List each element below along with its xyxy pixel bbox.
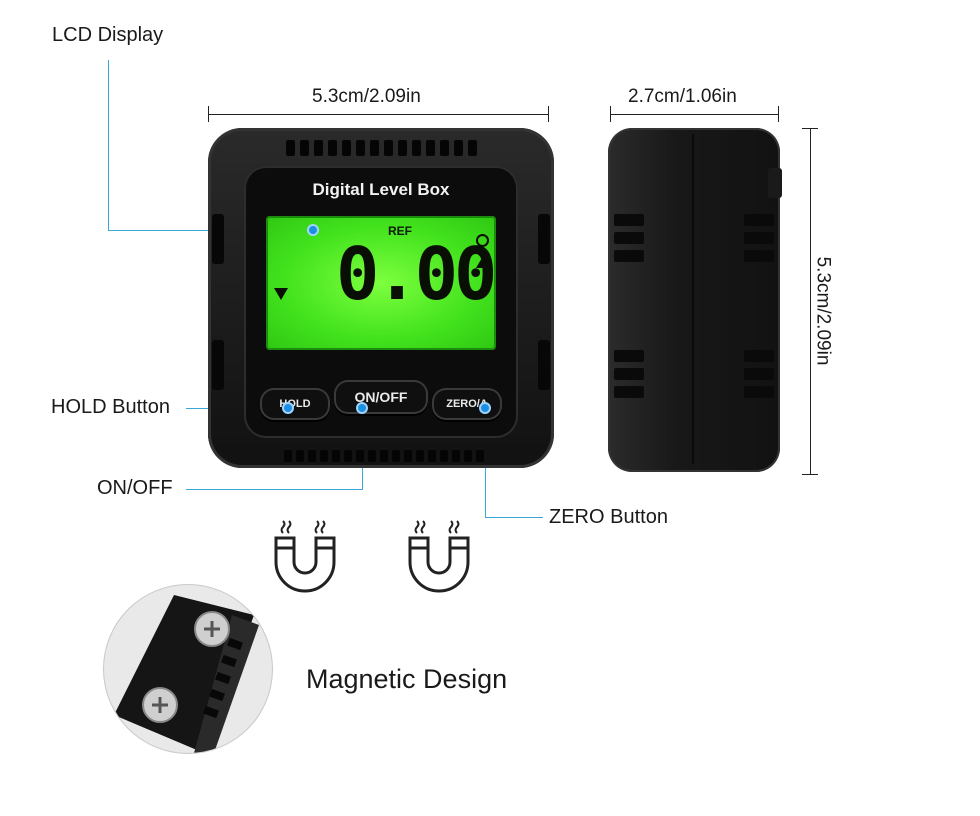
left-notch-lower [212, 340, 224, 390]
side-height-dimension-line [810, 128, 811, 474]
side-ridge [744, 250, 774, 262]
side-height-dimension: 5.3cm/2.09in [812, 256, 834, 366]
side-depth-dimension-line [610, 114, 778, 115]
front-width-tick-right [548, 106, 549, 122]
hold-button-label: HOLD Button [51, 396, 170, 418]
hold-callout-dot [282, 402, 294, 414]
side-housing [608, 128, 780, 472]
front-view-device: Digital Level Box REF 0.00 HOLD ON/OFF Z… [208, 128, 554, 468]
side-height-tick-top [802, 128, 818, 129]
side-height-tick-bottom [802, 474, 818, 475]
arrow-up-icon [476, 256, 490, 268]
side-ridge [614, 350, 644, 362]
side-depth-tick-right [778, 106, 779, 122]
magnetic-detail-photo [104, 585, 272, 753]
side-ridge [614, 232, 644, 244]
lcd-reading: 0.00 [336, 232, 497, 316]
zero-button-label-text: ZERO/A [446, 398, 488, 410]
screw-icon [142, 687, 178, 723]
side-ridge [744, 368, 774, 380]
front-width-dimension-line [208, 114, 548, 115]
side-ridge [614, 250, 644, 262]
side-ridge [744, 232, 774, 244]
on-off-button-label-text: ON/OFF [354, 389, 408, 405]
front-width-dimension: 5.3cm/2.09in [312, 86, 421, 107]
side-depth-tick-left [610, 106, 611, 122]
top-vents [286, 140, 477, 156]
lcd-callout-vertical [108, 60, 109, 230]
hold-button[interactable]: HOLD [260, 388, 330, 420]
front-width-tick-left [208, 106, 209, 122]
arrow-down-icon [274, 288, 288, 300]
magnet-closeup [114, 595, 259, 753]
zero-button-label: ZERO Button [549, 506, 668, 528]
zero-callout-dot [479, 402, 491, 414]
side-ridge [614, 386, 644, 398]
degree-icon [476, 234, 489, 247]
zero-callout-horizontal [485, 517, 543, 518]
zero-button[interactable]: ZERO/A [432, 388, 502, 420]
right-notch-lower [538, 340, 550, 390]
side-seam [692, 134, 694, 464]
side-ridge [744, 350, 774, 362]
side-ridge [744, 214, 774, 226]
device-title: Digital Level Box [312, 180, 450, 199]
on-off-label: ON/OFF [97, 477, 173, 499]
side-view-device [608, 128, 788, 474]
magnet-icon [274, 520, 336, 593]
on-off-button[interactable]: ON/OFF [334, 380, 428, 414]
onoff-callout-dot [356, 402, 368, 414]
side-ridge [614, 368, 644, 380]
side-ridge [614, 214, 644, 226]
side-ridge [744, 386, 774, 398]
left-notch-upper [212, 214, 224, 264]
right-notch-upper [538, 214, 550, 264]
lcd-callout-dot [307, 224, 319, 236]
onoff-callout-horizontal [186, 489, 363, 490]
magnet-icon [408, 520, 470, 593]
side-depth-dimension: 2.7cm/1.06in [628, 86, 737, 107]
lcd-ref-indicator: REF [388, 224, 412, 238]
screw-icon [194, 611, 230, 647]
side-clip [768, 168, 782, 198]
bottom-vents [284, 450, 484, 462]
lcd-screen: REF 0.00 [266, 216, 497, 350]
magnetic-design-label: Magnetic Design [306, 664, 508, 694]
lcd-display-label: LCD Display [52, 24, 164, 46]
